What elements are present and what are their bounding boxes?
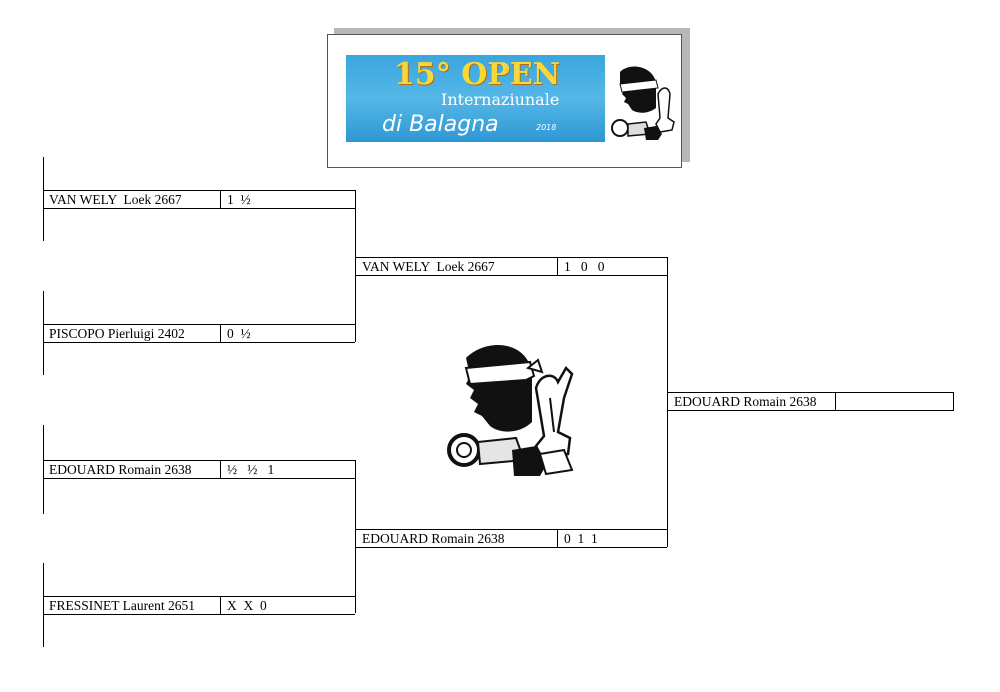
player-name: VAN WELY Loek 2667	[362, 259, 495, 274]
player-score: X X 0	[227, 598, 267, 613]
bracket-line	[43, 157, 44, 241]
player-name: EDOUARD Romain 2638	[674, 394, 817, 409]
banner-location: di Balagna	[382, 112, 499, 137]
bracket-line	[43, 563, 44, 647]
player-name: VAN WELY Loek 2667	[49, 192, 182, 207]
banner-subtitle: Internaziunale	[441, 90, 560, 109]
banner-title: 15° OPEN	[394, 57, 561, 92]
player-score: 1 0 0	[564, 259, 605, 274]
round1-player-row: FRESSINET Laurent 2651 X X 0	[43, 596, 355, 615]
player-score: ½ ½ 1	[227, 462, 275, 477]
player-name: EDOUARD Romain 2638	[362, 531, 505, 546]
round1-player-row: EDOUARD Romain 2638 ½ ½ 1	[43, 460, 355, 479]
player-name: PISCOPO Pierluigi 2402	[49, 326, 185, 341]
bracket-connector	[355, 190, 356, 342]
final-winner-row: EDOUARD Romain 2638	[668, 392, 954, 411]
player-score: 0 1 1	[564, 531, 598, 546]
round2-player-row: EDOUARD Romain 2638 0 1 1	[356, 529, 667, 548]
player-name: FRESSINET Laurent 2651	[49, 598, 195, 613]
bracket-line	[43, 291, 44, 375]
player-score: 0 ½	[227, 326, 251, 341]
moor-head-chess-emblem-small-icon	[611, 66, 675, 140]
round1-player-row: VAN WELY Loek 2667 1 ½	[43, 190, 355, 209]
moor-head-chess-emblem-icon	[447, 345, 574, 476]
bracket-connector	[355, 460, 356, 613]
bracket-connector	[667, 257, 668, 547]
player-score: 1 ½	[227, 192, 251, 207]
player-name: EDOUARD Romain 2638	[49, 462, 192, 477]
bracket-line	[43, 425, 44, 514]
round2-player-row: VAN WELY Loek 2667 1 0 0	[356, 257, 667, 276]
round1-player-row: PISCOPO Pierluigi 2402 0 ½	[43, 324, 355, 343]
banner-year: 2018	[536, 123, 557, 132]
banner-logo-panel: 15° OPEN Internaziunale di Balagna 2018	[346, 55, 605, 142]
